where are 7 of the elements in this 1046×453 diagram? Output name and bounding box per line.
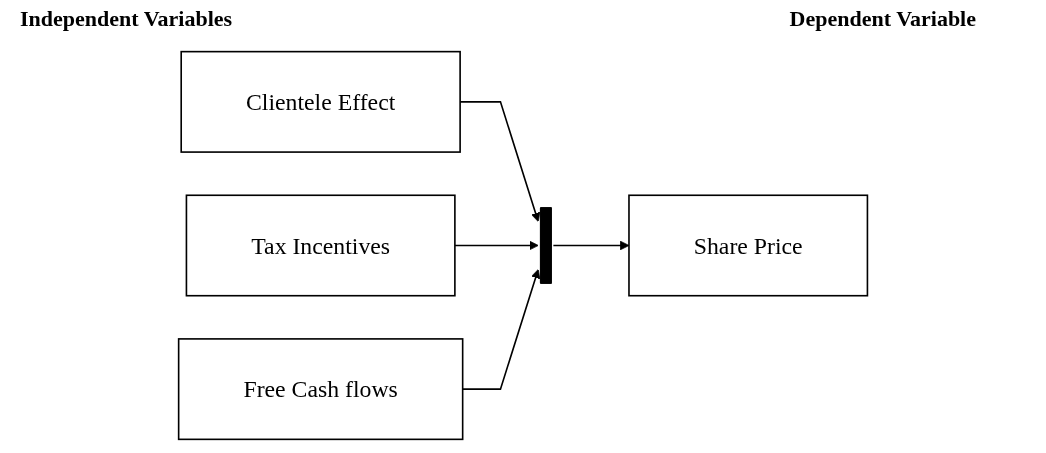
node-box: Clientele Effect [180, 50, 461, 153]
column-heading: Independent Variables [20, 6, 233, 33]
node-box: Share Price [628, 194, 869, 297]
column-heading: Dependent Variable [789, 6, 976, 33]
arrow [454, 240, 539, 251]
node-box: Free Cash flows [177, 338, 464, 441]
node-box: Tax Incentives [185, 194, 456, 297]
